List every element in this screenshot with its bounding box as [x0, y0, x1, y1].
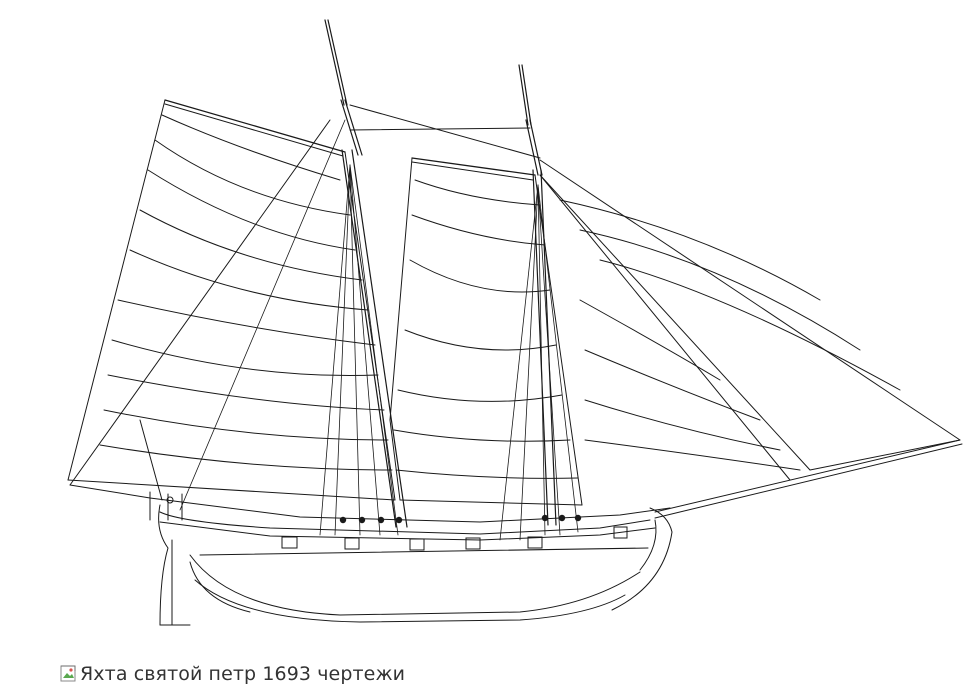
hull — [69, 439, 963, 626]
broken-image-icon — [60, 665, 78, 683]
image-caption[interactable]: Яхта святой петр 1693 чертежи — [60, 661, 405, 687]
head-sails — [349, 104, 961, 481]
deadeyes — [339, 514, 582, 524]
ship-sail-plan-drawing — [67, 19, 963, 626]
shrouds — [179, 119, 579, 541]
main-mast — [324, 19, 408, 528]
fore-sail — [389, 157, 583, 506]
image-alt-text: Яхта святой петр 1693 чертежи — [80, 663, 406, 685]
main-sail — [67, 99, 396, 501]
